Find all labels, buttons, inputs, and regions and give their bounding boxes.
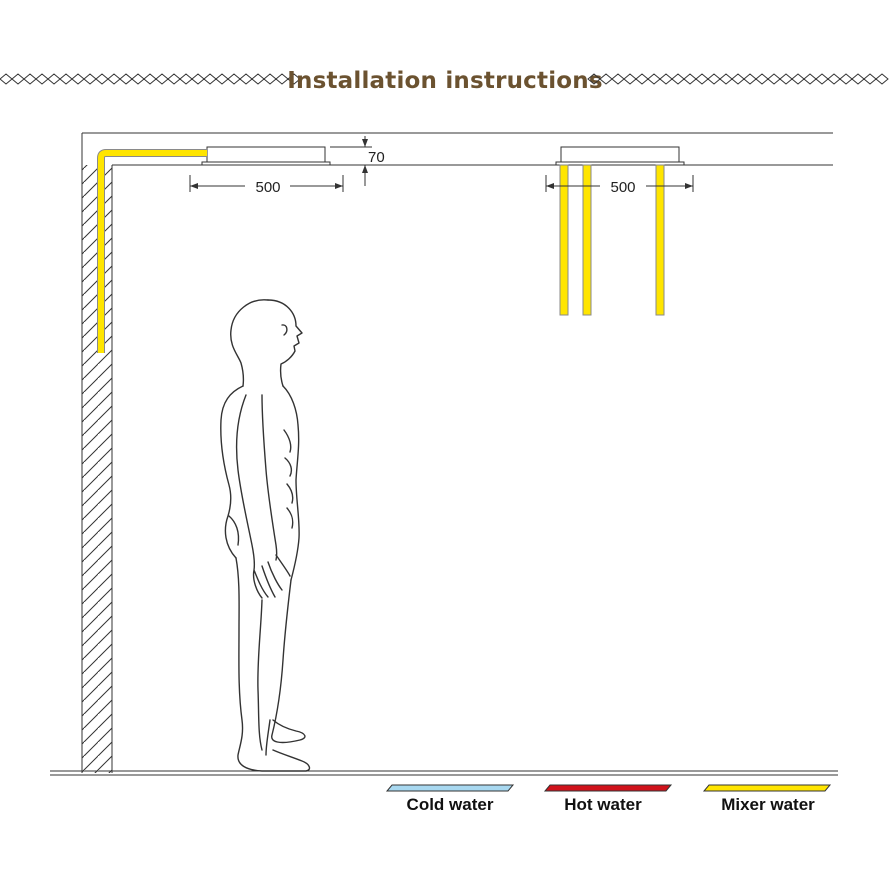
human-figure-icon: [220, 299, 311, 772]
hot-water-swatch: [543, 784, 673, 792]
dimension-right-width: 500: [545, 175, 694, 196]
legend-label-hot-water: Hot water: [564, 795, 642, 814]
dimension-left-label: 500: [255, 179, 280, 196]
legend-item-cold-water: Cold water: [385, 784, 515, 814]
page-title: Installation instructions: [287, 68, 603, 94]
dimension-depth: 70: [330, 136, 385, 186]
legend-item-mixer-water: Mixer water: [702, 784, 832, 814]
mixer-pipe-left: [97, 149, 207, 353]
dimension-right-label: 500: [610, 179, 635, 196]
legend: Cold water Hot water Mixer water: [385, 784, 832, 814]
shower-head-icon: [560, 146, 680, 163]
title-bar: Installation instructions: [0, 68, 889, 94]
legend-item-hot-water: Hot water: [543, 784, 673, 814]
legend-label-mixer-water: Mixer water: [721, 795, 815, 814]
mixer-pipes-right: [559, 164, 665, 316]
decorative-zigzag-left: [0, 73, 301, 85]
mixer-water-swatch: [702, 784, 832, 792]
legend-label-cold-water: Cold water: [407, 795, 494, 814]
right-shower-unit: [555, 146, 685, 316]
shower-head-icon: [206, 146, 326, 163]
left-shower-unit: [97, 146, 331, 353]
dimension-depth-label: 70: [368, 149, 385, 166]
decorative-zigzag-right: [587, 73, 889, 85]
dimension-left-width: 500: [189, 175, 344, 196]
cold-water-swatch: [385, 784, 515, 792]
